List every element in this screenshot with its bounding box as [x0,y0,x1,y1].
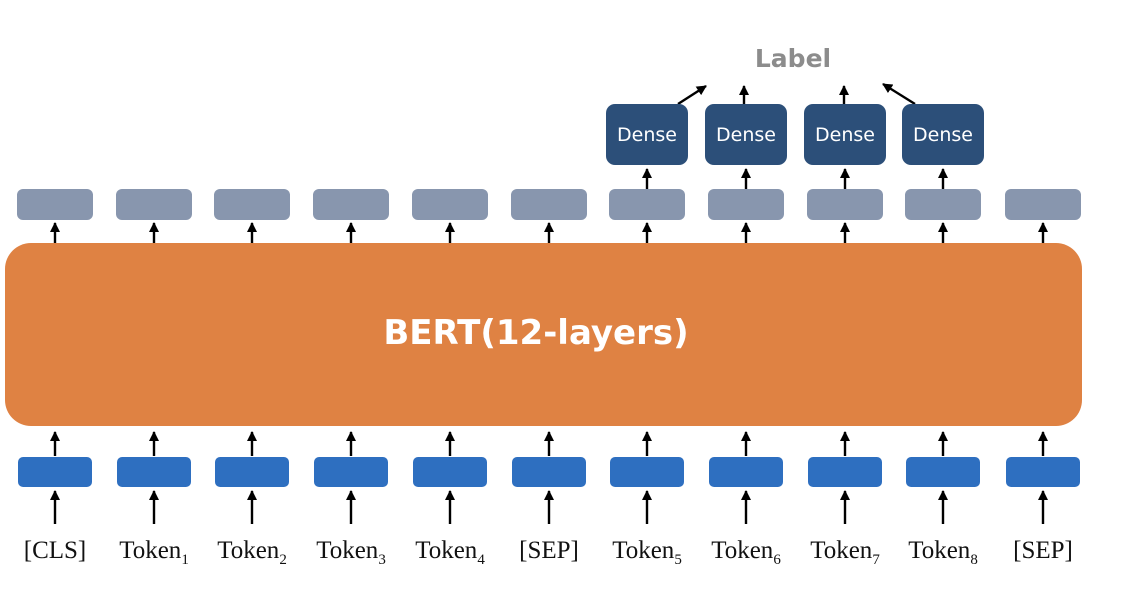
token-subscript: 2 [279,552,287,568]
dense-to-label-arrow [677,84,707,106]
dense-layer: Dense [606,104,688,165]
dense-box [705,104,787,165]
embedding-box [18,457,92,487]
token-text: Token [217,537,280,564]
hidden-state-box [609,189,685,220]
hidden-state-box [511,189,587,220]
hidden-state-box [412,189,488,220]
output-label: Label [755,44,831,73]
token-text: Token [415,537,478,564]
token-subscript: 8 [970,552,978,568]
token-text: Token [612,537,675,564]
embedding-box [906,457,980,487]
hidden-state-box [313,189,389,220]
bert-title: BERT(12-layers) [383,313,688,353]
dense-to-label-arrow [882,82,916,106]
token-label: Token1 [119,537,189,568]
token-label: [SEP] [519,537,579,564]
hidden-state-box [214,189,290,220]
token-text: Token [711,537,774,564]
embedding-box [512,457,586,487]
token-text: Token [119,537,182,564]
hidden-state-box [905,189,981,220]
embedding-box [314,457,388,487]
dense-layer: Dense [705,104,787,165]
dense-box [804,104,886,165]
token-subscript: 4 [477,552,485,568]
token-subscript: 3 [378,552,386,568]
dense-label: Dense [716,124,776,146]
hidden-state-row [17,189,1081,220]
embedding-box [808,457,882,487]
embedding-box [215,457,289,487]
dense-layer: Dense [804,104,886,165]
token-text: Token [316,537,379,564]
token-label: Token2 [217,537,287,568]
token-text: [SEP] [519,537,579,564]
dense-label: Dense [815,124,875,146]
token-label: Token5 [612,537,682,568]
token-subscript: 1 [181,552,189,568]
arrows-layer [49,82,1049,524]
token-subscript: 6 [773,552,781,568]
token-label: [SEP] [1013,537,1073,564]
hidden-state-box [807,189,883,220]
dense-label: Dense [617,124,677,146]
token-subscript: 5 [674,552,682,568]
embedding-box [117,457,191,487]
token-label: [CLS] [24,537,87,564]
embedding-box [413,457,487,487]
dense-box [902,104,984,165]
dense-layer: Dense [902,104,984,165]
token-label: Token4 [415,537,485,568]
embedding-box [709,457,783,487]
token-label: Token7 [810,537,880,568]
embedding-box [610,457,684,487]
hidden-state-box [116,189,192,220]
hidden-state-box [708,189,784,220]
hidden-state-box [1005,189,1081,220]
dense-box [606,104,688,165]
dense-layer-row: Dense Dense Dense Dense [606,104,984,165]
token-text: Token [908,537,971,564]
token-text: Token [810,537,873,564]
token-text: [CLS] [24,537,87,564]
embedding-row [18,457,1080,487]
token-label: Token3 [316,537,386,568]
embedding-box [1006,457,1080,487]
token-subscript: 7 [872,552,880,568]
bert-encoder-block [5,243,1082,426]
hidden-state-box [17,189,93,220]
token-label: Token6 [711,537,781,568]
dense-label: Dense [913,124,973,146]
token-text: [SEP] [1013,537,1073,564]
token-label: Token8 [908,537,978,568]
